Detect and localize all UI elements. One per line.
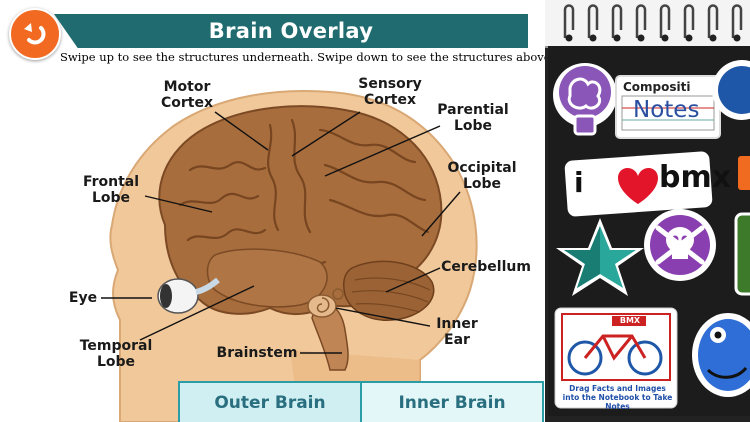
- title-bar: Brain Overlay: [54, 14, 528, 48]
- instruction-text: Swipe up to see the structures underneat…: [60, 50, 545, 64]
- spiral-binding: [545, 0, 750, 48]
- notebook-drag-hint: Drag Facts and Images into the Notebook …: [562, 384, 673, 411]
- back-arrow-icon: [24, 23, 46, 45]
- label-occipital-lobe: Occipital Lobe: [447, 160, 517, 192]
- label-eye: Eye: [68, 290, 98, 306]
- label-sensory-cortex: Sensory Cortex: [358, 76, 422, 108]
- label-frontal-lobe: Frontal Lobe: [82, 174, 140, 206]
- page-title: Brain Overlay: [208, 19, 374, 43]
- view-tabs: Outer Brain Inner Brain: [178, 381, 544, 422]
- eye-shape: [157, 277, 220, 314]
- notes-label: Notes: [633, 97, 700, 123]
- label-parental-lobe: Parential Lobe: [437, 102, 509, 134]
- inner-ear-shape: [307, 288, 344, 318]
- brain-illustration: [101, 89, 478, 422]
- label-cerebellum: Cerebellum: [441, 259, 531, 275]
- spiral-rings-icon: [563, 4, 743, 42]
- label-brainstem: Brainstem: [216, 345, 298, 361]
- i-love-i-label: i: [574, 166, 584, 199]
- label-temporal-lobe: Temporal Lobe: [79, 338, 153, 370]
- label-inner-ear: Inner Ear: [436, 316, 478, 348]
- tab-outer-brain[interactable]: Outer Brain: [178, 381, 362, 422]
- brain-diagram: Motor Cortex Sensory Cortex Parential Lo…: [0, 64, 545, 422]
- i-love-bmx-label: bmx: [659, 160, 732, 195]
- bmx-card-label: BMX: [619, 316, 641, 325]
- star-sticker: [556, 218, 644, 296]
- lesson-panel: Brain Overlay Swipe up to see the struct…: [0, 8, 545, 422]
- skull-crossbones-sticker: [644, 209, 716, 281]
- bmx-round-sticker: [712, 60, 750, 120]
- back-button[interactable]: [9, 8, 61, 60]
- tab-inner-brain[interactable]: Inner Brain: [362, 381, 544, 422]
- label-motor-cortex: Motor Cortex: [160, 79, 213, 111]
- bmx-bike-card: [554, 307, 678, 409]
- composition-label: Compositi: [623, 80, 691, 94]
- sticker-collage: [553, 60, 750, 409]
- notebook-panel[interactable]: Compositi Notes i bmx BMX: [545, 0, 750, 422]
- blue-monster-sticker: [692, 313, 750, 397]
- lightbulb-brain-sticker: [553, 63, 617, 136]
- i-love-bmx-sticker: [564, 151, 713, 217]
